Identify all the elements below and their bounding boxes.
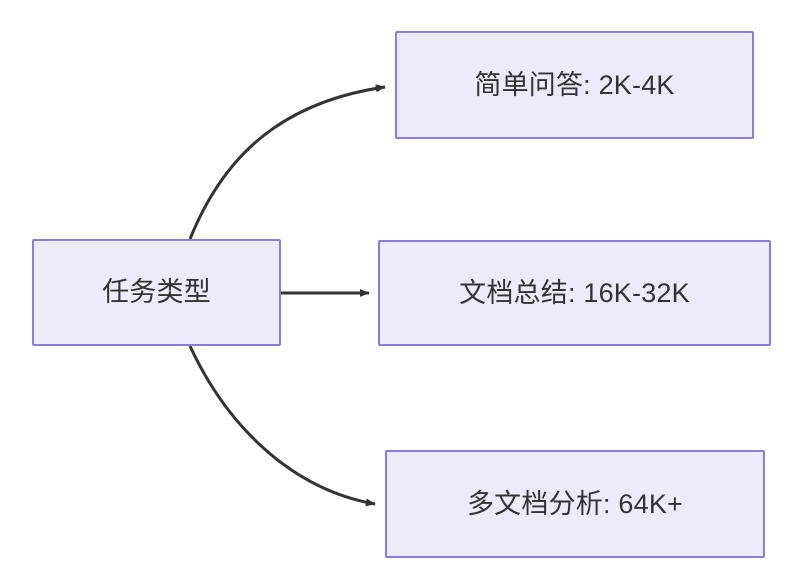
node-task-type[interactable]: 任务类型 (32, 239, 281, 346)
node-simple-qa-label: 简单问答: 2K-4K (474, 69, 675, 100)
node-doc-summary[interactable]: 文档总结: 16K-32K (378, 240, 771, 346)
edge-source-to-simple-qa (188, 84, 386, 240)
edge-source-to-multi-doc (188, 345, 376, 507)
node-simple-qa[interactable]: 简单问答: 2K-4K (395, 31, 754, 139)
node-task-type-label: 任务类型 (102, 277, 211, 308)
node-multi-doc[interactable]: 多文档分析: 64K+ (385, 450, 765, 558)
node-multi-doc-label: 多文档分析: 64K+ (466, 488, 683, 519)
node-doc-summary-label: 文档总结: 16K-32K (459, 277, 690, 308)
